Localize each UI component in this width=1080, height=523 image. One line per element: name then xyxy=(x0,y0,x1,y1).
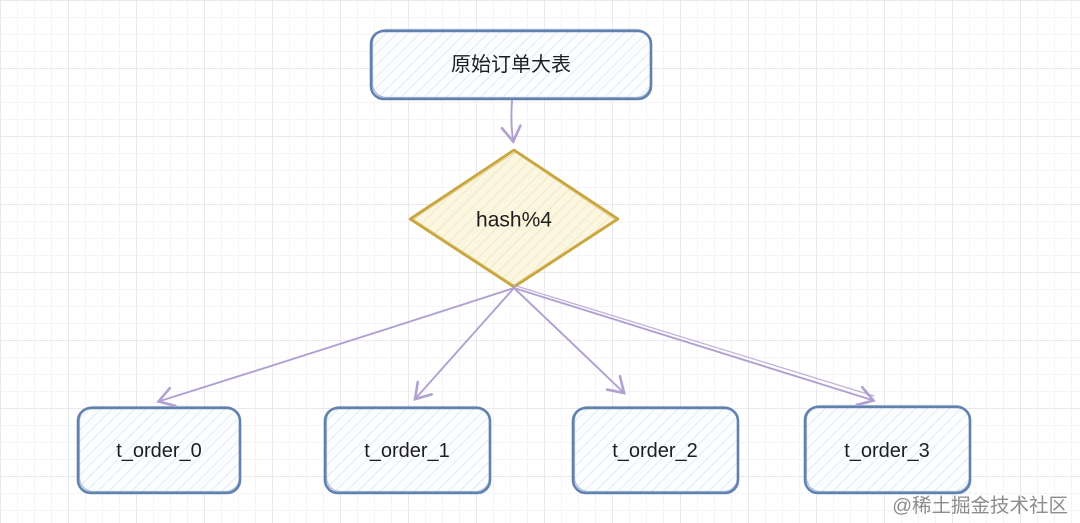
sketch-stroke xyxy=(371,28,652,99)
sketch-stroke xyxy=(573,405,739,493)
edge-hash-to-shard1 xyxy=(413,287,515,401)
shard-table-node-0: t_order_0 xyxy=(76,405,242,495)
edge-hash-to-shard2 xyxy=(513,287,626,395)
hash-decision-node: hash%4 xyxy=(408,148,620,289)
shard-table-label-2: t_order_2 xyxy=(612,440,698,462)
shard-table-label-0: t_order_0 xyxy=(116,440,202,462)
sketch-stroke xyxy=(805,404,971,493)
edge-source-to-hash xyxy=(500,100,522,144)
shard-table-node-1: t_order_1 xyxy=(323,405,492,495)
shard-table-label-1: t_order_1 xyxy=(364,440,450,462)
hash-decision-label: hash%4 xyxy=(476,209,552,232)
shard-table-label-3: t_order_3 xyxy=(844,440,930,462)
source-table-label: 原始订单大表 xyxy=(451,53,571,76)
shard-table-node-2: t_order_2 xyxy=(571,405,740,495)
watermark-text: @稀土掘金技术社区 xyxy=(892,495,1068,517)
shard-table-node-3: t_order_3 xyxy=(803,404,972,495)
edge-hash-to-shard3 xyxy=(513,287,876,407)
edge-hash-to-shard3-sketch xyxy=(512,284,875,397)
edge-hash-to-shard0 xyxy=(156,287,515,408)
source-table-node: 原始订单大表 xyxy=(369,28,653,101)
sketch-stroke xyxy=(325,405,491,493)
